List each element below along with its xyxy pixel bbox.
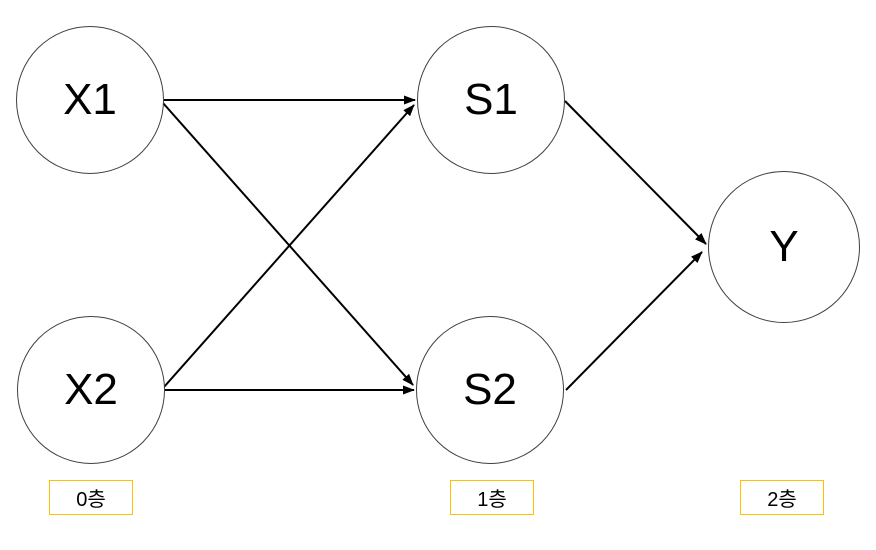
layer-label-0: 0층 <box>49 480 133 515</box>
layer-label-2-text: 2층 <box>767 489 797 511</box>
node-y: Y <box>708 171 860 323</box>
edge-x2-s1 <box>163 104 415 388</box>
edge-x1-s2 <box>162 102 414 386</box>
node-x1-label: X1 <box>63 75 117 124</box>
node-x1: X1 <box>16 26 164 174</box>
node-x2-label: X2 <box>64 365 118 414</box>
node-s2: S2 <box>416 316 564 464</box>
node-s2-label: S2 <box>463 365 517 414</box>
layer-label-0-text: 0층 <box>76 489 106 511</box>
layer-label-1-text: 1층 <box>477 489 507 511</box>
node-x2: X2 <box>17 316 165 464</box>
node-y-label: Y <box>769 222 799 271</box>
layer-label-2: 2층 <box>740 480 824 515</box>
node-s1: S1 <box>417 26 565 174</box>
layer-label-1: 1층 <box>450 480 534 515</box>
node-s1-label: S1 <box>464 75 518 124</box>
edge-s2-y <box>565 251 703 391</box>
edge-s1-y <box>564 100 707 245</box>
